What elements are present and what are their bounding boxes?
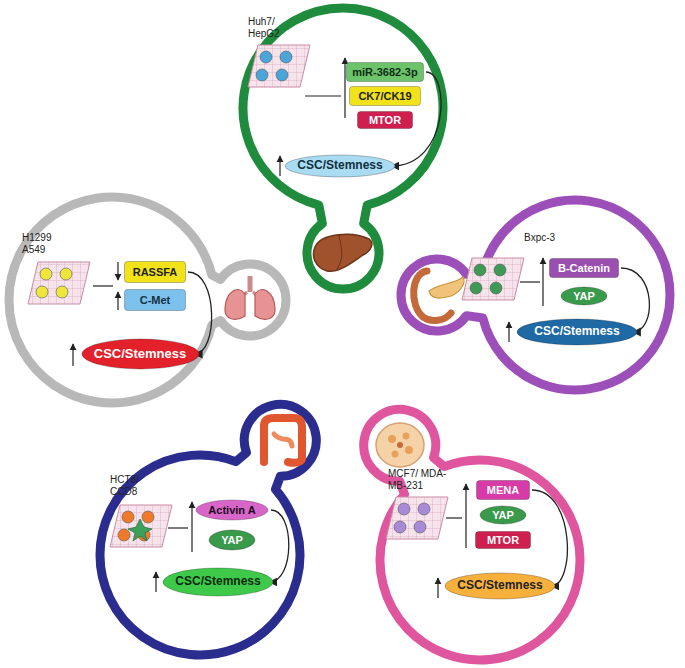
culture-grid [248,45,310,87]
cell [414,521,426,533]
cell [122,511,134,523]
section-ring [364,409,580,660]
marker-box: MTOR [475,531,531,549]
marker-box: RASSFA [124,261,186,283]
marker-ellipse: CSC/Stemness [516,318,638,346]
marker-box: C-Met [124,289,186,311]
culture-grid [110,505,172,547]
node-text: YAP [221,534,243,547]
node-text: C-Met [140,294,171,307]
marker-ellipse: CSC/Stemness [162,567,274,597]
curved-arrow [269,510,289,582]
cell-line-label: H1299 A549 [22,232,62,255]
marker-ellipse: YAP [560,286,608,306]
marker-ellipse: YAP [208,529,256,551]
cell [118,529,130,541]
cell-line-label: HCT8/ CCD8 [110,474,160,497]
node-text: CSC/Stemness [457,579,542,593]
breast-icon [376,423,424,467]
cell [260,51,272,63]
cell [142,511,154,523]
cell-line-label: MCF7/ MDA-MB-231 [388,468,454,491]
cell [474,264,486,276]
cell [60,268,72,280]
node-text: CSC/Stemness [94,347,186,362]
cell-line-label: Huh7/ HepG2 [248,16,298,39]
culture-grid [386,497,448,539]
curved-arrow [188,272,212,354]
section-ring [9,197,286,403]
section-ring [401,200,670,390]
section-ring [100,404,316,655]
marker-box: CK7/CK19 [349,86,421,106]
fibroblast [128,519,152,541]
pancreas-icon [414,271,464,320]
cell [394,521,406,533]
marker-box: MTOR [357,111,413,129]
cell [36,286,48,298]
node-text: CK7/CK19 [358,90,411,103]
node-text: B-Catenin [558,262,610,275]
node-text: CSC/Stemness [175,575,260,589]
lung-icon [225,276,275,319]
cell [398,503,410,515]
cell-line-label: Bxpc-3 [524,232,584,244]
node-text: miR-3682-3p [352,66,417,79]
cell [418,503,430,515]
node-text: MTOR [487,534,519,547]
cell [494,264,506,276]
culture-grid [28,262,90,304]
section-ring [243,8,443,289]
node-text: CSC/Stemness [297,159,382,173]
cell [40,268,52,280]
marker-box: miR-3682-3p [346,62,424,82]
marker-box: MENA [476,480,530,500]
cell [280,51,292,63]
marker-ellipse: Activin A [195,499,269,521]
indicator-arrows [73,58,543,598]
marker-ellipse: CSC/Stemness [81,338,200,370]
node-text: CSC/Stemness [534,325,619,339]
curved-arrow [532,490,567,586]
colon-icon [264,418,302,463]
node-text: MTOR [369,114,401,127]
marker-ellipse: YAP [479,505,527,525]
cell [256,69,268,81]
node-text: MENA [487,484,519,497]
marker-box: B-Catenin [549,258,619,278]
node-text: YAP [573,290,595,303]
cell [56,286,68,298]
node-text: RASSFA [133,266,178,279]
marker-ellipse: CSC/Stemness [284,154,396,178]
marker-ellipse: CSC/Stemness [444,572,556,600]
cell [470,282,482,294]
node-text: Activin A [208,504,255,517]
liver-icon [314,234,372,271]
node-text: YAP [492,509,514,522]
culture-grid [462,258,524,300]
curved-arrow [621,268,649,332]
cell [490,282,502,294]
cell [276,69,288,81]
